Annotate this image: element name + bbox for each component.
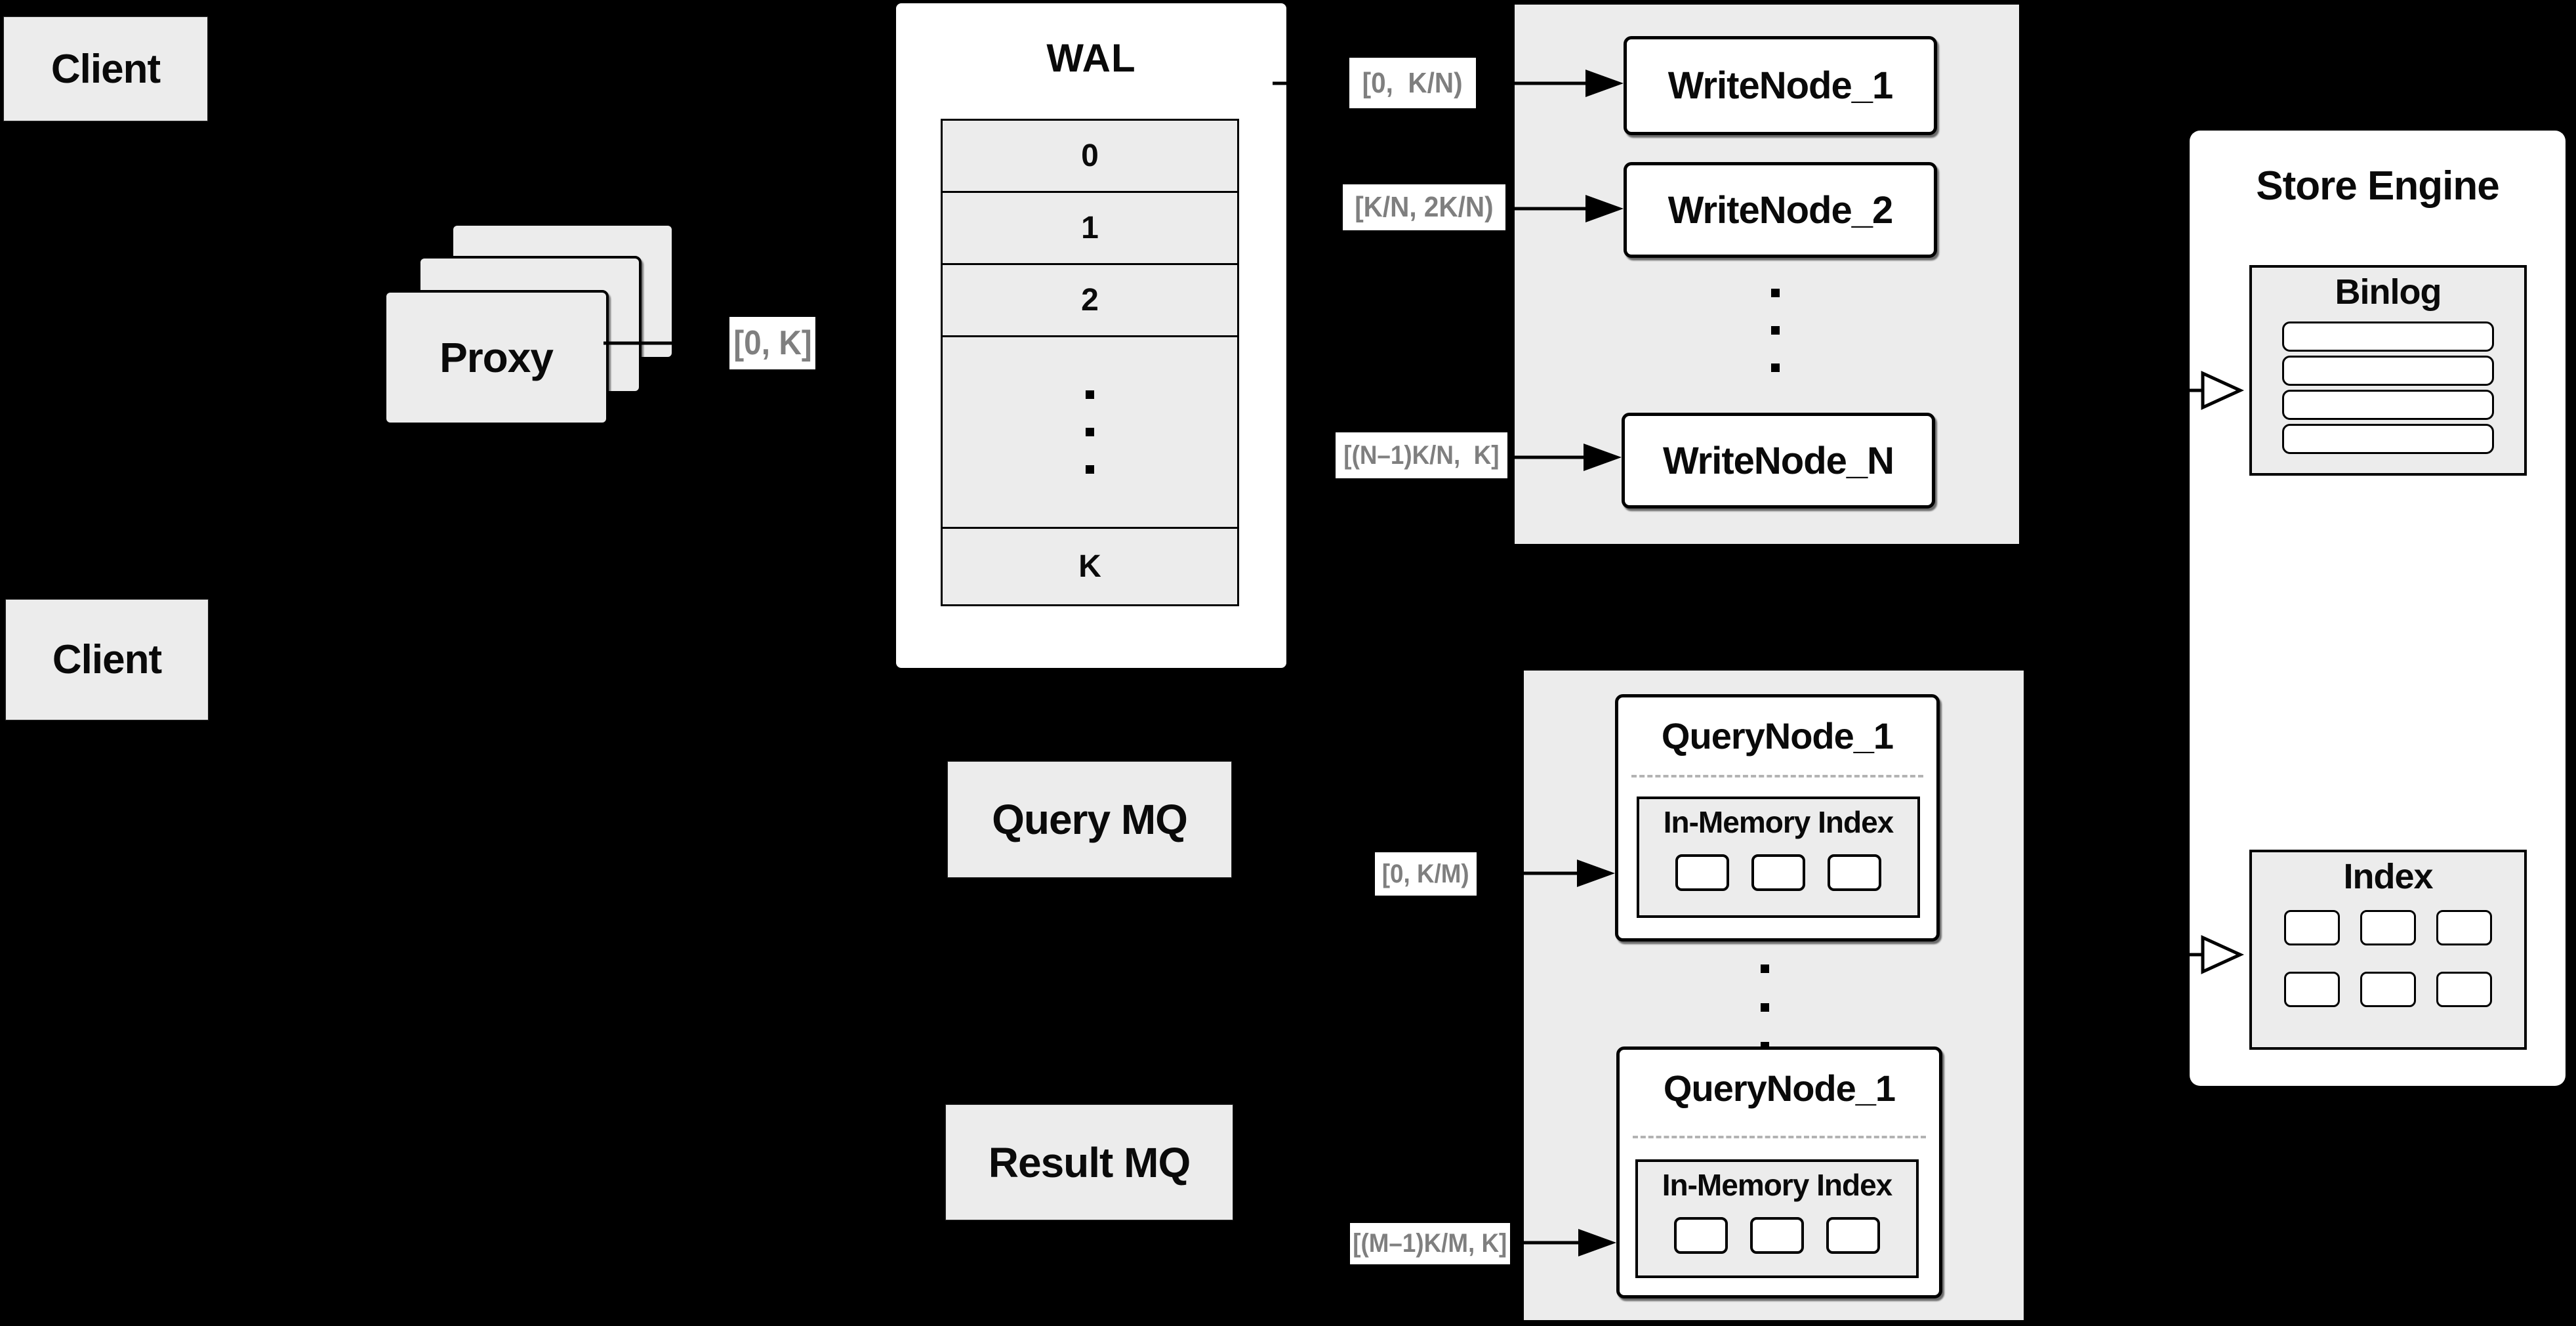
interval-label-text: [0, K/M) <box>1382 859 1469 888</box>
interval-label-querynode-result: [(M–1)K/M, K] <box>1350 1223 1510 1264</box>
interval-label-writenoden: [(N–1)K/N, K] <box>1336 432 1507 478</box>
wal-title-text: WAL <box>1046 35 1136 80</box>
dashed-divider <box>1631 775 1923 777</box>
wal-title: WAL <box>896 31 1286 84</box>
index-cells <box>2284 910 2492 1007</box>
segment-cells <box>1674 1217 1880 1254</box>
wal-segment-0: 0 <box>1081 138 1099 173</box>
write-node-2: WriteNode_2 <box>1624 162 1937 258</box>
wal-segment-row: 1 <box>943 193 1237 265</box>
index-cell <box>2436 972 2492 1007</box>
index-box: Index <box>2249 850 2527 1050</box>
wal-segment-table: 0 1 2 K <box>941 119 1239 606</box>
index-cell <box>2284 910 2340 945</box>
binlog-row <box>2282 321 2494 352</box>
segment-cell <box>1828 854 1881 891</box>
write-node-n-label: WriteNode_N <box>1662 439 1894 482</box>
interval-label-text: [K/N, 2K/N) <box>1355 191 1494 223</box>
binlog-rows <box>2282 321 2494 454</box>
ellipsis-dots <box>1086 376 1094 488</box>
client-box-top: Client <box>3 16 208 121</box>
binlog-box: Binlog <box>2249 265 2527 476</box>
segment-cell <box>1675 854 1729 891</box>
wal-segment-1: 1 <box>1081 211 1099 245</box>
client-box-top-label: Client <box>51 46 161 92</box>
index-title: Index <box>2343 857 2433 896</box>
ellipsis-dots <box>1771 274 1780 386</box>
interval-label-proxy-wal: [0, K] <box>729 317 815 369</box>
wal-segment-row: 2 <box>943 265 1237 337</box>
write-node-n: WriteNode_N <box>1622 413 1935 508</box>
result-mq-label: Result MQ <box>988 1138 1191 1186</box>
interval-label-writenode2: [K/N, 2K/N) <box>1343 184 1505 230</box>
binlog-row <box>2282 356 2494 386</box>
store-engine-title: Store Engine <box>2190 156 2566 215</box>
ellipsis-dots <box>1761 949 1769 1066</box>
store-engine-title-text: Store Engine <box>2256 163 2499 209</box>
client-box-bottom: Client <box>5 599 209 720</box>
interval-label-text: [(M–1)K/M, K] <box>1353 1229 1507 1258</box>
segment-cell <box>1674 1217 1728 1254</box>
query-mq-box: Query MQ <box>947 761 1232 878</box>
query-mq-label: Query MQ <box>992 796 1188 843</box>
in-memory-index-top-label: In-Memory Index <box>1663 805 1894 839</box>
segment-cell <box>1826 1217 1880 1254</box>
interval-label-querynode: [0, K/M) <box>1375 852 1477 896</box>
dashed-divider <box>1633 1136 1926 1138</box>
binlog-row <box>2282 390 2494 420</box>
segment-cell <box>1751 854 1805 891</box>
proxy-box: Proxy <box>384 290 609 425</box>
wal-segment-2: 2 <box>1081 283 1099 318</box>
client-box-bottom-label: Client <box>52 637 162 682</box>
arrowhead-filled-icon <box>858 329 896 357</box>
segment-cell <box>1750 1217 1804 1254</box>
index-cell <box>2436 910 2492 945</box>
interval-label-text: [(N–1)K/N, K] <box>1343 440 1500 470</box>
result-mq-box: Result MQ <box>945 1104 1233 1220</box>
write-node-1-label: WriteNode_1 <box>1667 64 1893 107</box>
proxy-label: Proxy <box>440 334 554 381</box>
query-node-top: QueryNode_1 In-Memory Index <box>1615 694 1940 942</box>
in-memory-index-top: In-Memory Index <box>1637 797 1920 918</box>
in-memory-index-bottom: In-Memory Index <box>1635 1159 1919 1278</box>
query-node-bottom: QueryNode_1 In-Memory Index <box>1616 1046 1942 1298</box>
interval-label-text: [0, K] <box>733 324 812 362</box>
wal-ellipsis-row <box>943 337 1237 529</box>
in-memory-index-bottom-label: In-Memory Index <box>1662 1168 1893 1202</box>
binlog-title: Binlog <box>2335 272 2442 312</box>
query-node-top-title: QueryNode_1 <box>1661 715 1894 756</box>
index-cell <box>2360 910 2416 945</box>
wal-segment-row: K <box>943 529 1237 604</box>
write-node-1: WriteNode_1 <box>1624 36 1937 135</box>
index-cell <box>2284 972 2340 1007</box>
wal-segment-k: K <box>1078 549 1101 584</box>
binlog-row <box>2282 424 2494 454</box>
segment-cells <box>1675 854 1881 891</box>
interval-label-text: [0, K/N) <box>1362 66 1463 99</box>
interval-label-writenode1: [0, K/N) <box>1349 58 1476 108</box>
write-node-2-label: WriteNode_2 <box>1667 188 1893 232</box>
query-node-bottom-title: QueryNode_1 <box>1663 1067 1896 1109</box>
wal-segment-row: 0 <box>943 121 1237 193</box>
index-cell <box>2360 972 2416 1007</box>
